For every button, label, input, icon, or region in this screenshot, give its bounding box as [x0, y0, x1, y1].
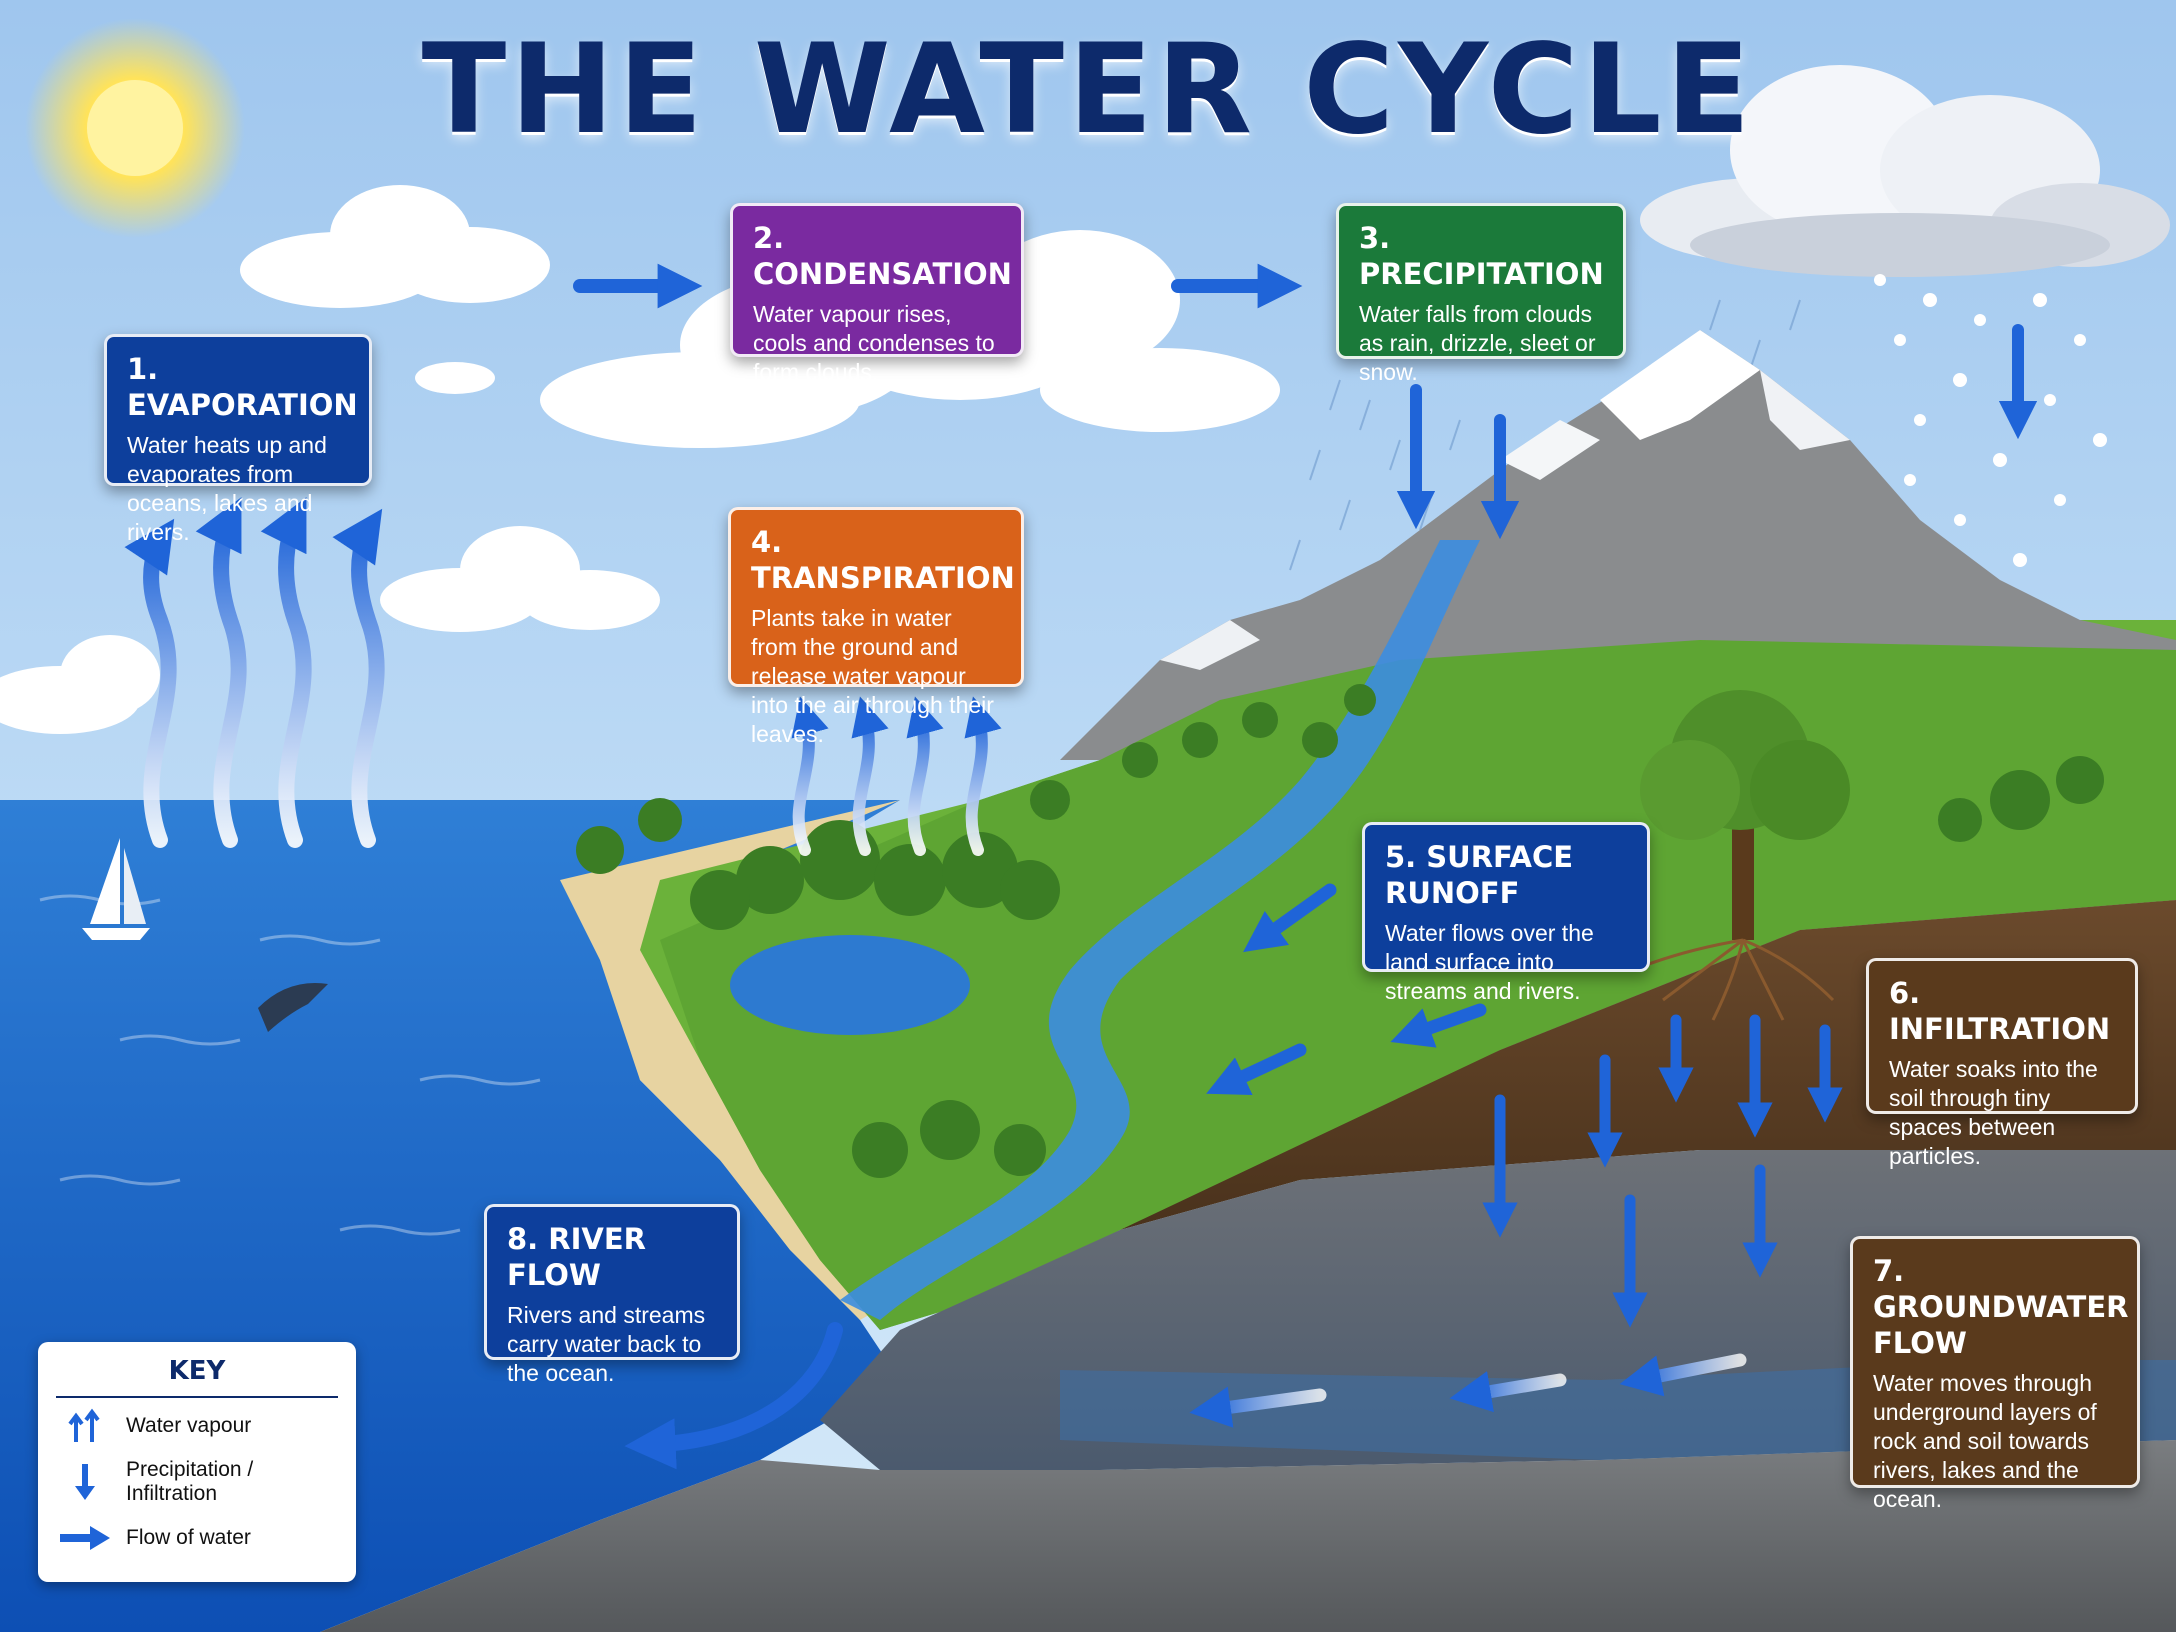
legend-label: Water vapour: [126, 1414, 252, 1437]
surface-runoff-box: 5. SURFACE RUNOFF Water flows over the l…: [1362, 822, 1650, 1004]
legend-item: Precipitation / Infiltration: [56, 1454, 338, 1510]
stage-title: 1. EVAPORATION: [127, 352, 358, 422]
precipitation-arrows: [1396, 324, 2038, 540]
precipitation-box: 3. PRECIPITATION Water falls from clouds…: [1336, 203, 1626, 385]
transpiration-box: 4. TRANSPIRATION Plants take in water fr…: [728, 507, 1024, 747]
rain-cloud-icon: [1640, 65, 2170, 277]
cloud-icon: [380, 526, 660, 632]
cloud-icon: [240, 185, 550, 308]
infiltration-box: 6. INFILTRATION Water soaks into the soi…: [1866, 958, 2138, 1169]
water-vapour-arrows-icon: [68, 1408, 100, 1442]
river: [840, 540, 1480, 1320]
stage-text: Rivers and streams carry water back to t…: [507, 1302, 706, 1386]
stage-text: Water heats up and evaporates from ocean…: [127, 432, 327, 545]
evaporation-box: 1. EVAPORATION Water heats up and evapor…: [104, 334, 372, 545]
cloud-icon: [415, 362, 495, 394]
river-flow-box: 8. RIVER FLOW Rivers and streams carry w…: [484, 1204, 740, 1386]
page-title: THE WATER CYCLE: [421, 18, 1755, 162]
runoff-arrows: [1206, 883, 1487, 1096]
sailboat-icon: [82, 838, 150, 940]
cloud-icon: [0, 635, 160, 734]
river-flow-arrow: [624, 1322, 843, 1470]
infiltration-arrows: [1482, 1014, 1843, 1328]
legend: KEY Water vapour Precipitation / Infiltr…: [38, 1342, 356, 1582]
stage-text: Water moves through underground layers o…: [1873, 1370, 2097, 1512]
bedrock-layer: [320, 1440, 2176, 1632]
stage-title: 7. GROUNDWATER FLOW: [1873, 1254, 2129, 1360]
legend-label: Flow of water: [126, 1526, 251, 1549]
legend-item: Flow of water: [56, 1510, 338, 1566]
dolphin-icon: [258, 983, 328, 1032]
groundwater-flow-arrows: [1189, 1353, 1747, 1428]
stage-text: Water flows over the land surface into s…: [1385, 920, 1594, 1004]
legend-title: KEY: [56, 1356, 338, 1398]
stage-title: 6. INFILTRATION: [1889, 976, 2111, 1046]
stage-text: Water falls from clouds as rain, drizzle…: [1359, 301, 1596, 385]
tree-icon: [1640, 690, 1850, 940]
transpiration-arrows: [791, 696, 1002, 856]
lake: [730, 935, 970, 1035]
groundwater-flow-box: 7. GROUNDWATER FLOW Water moves through …: [1850, 1236, 2140, 1512]
snowflakes: [1874, 274, 2107, 567]
sun-icon: [25, 18, 245, 238]
legend-label: Precipitation / Infiltration: [126, 1458, 254, 1505]
stage-title: 3. PRECIPITATION: [1359, 221, 1604, 291]
down-arrow-icon: [75, 1464, 95, 1500]
stage-title: 4. TRANSPIRATION: [751, 525, 1015, 595]
evaporation-arrows: [124, 497, 385, 848]
right-arrow-icon: [60, 1526, 110, 1550]
condensation-box: 2. CONDENSATION Water vapour rises, cool…: [730, 203, 1024, 385]
tree-roots: [1632, 938, 1835, 1021]
stage-title: 2. CONDENSATION: [753, 221, 1012, 291]
stage-text: Water vapour rises, cools and condenses …: [753, 301, 995, 385]
stage-text: Plants take in water from the ground and…: [751, 605, 994, 747]
trees: [576, 684, 2104, 1178]
waves: [39, 894, 681, 1386]
legend-item: Water vapour: [56, 1398, 338, 1454]
stage-title: 8. RIVER FLOW: [507, 1222, 646, 1292]
stage-text: Water soaks into the soil through tiny s…: [1889, 1056, 2098, 1169]
stage-title: 5. SURFACE RUNOFF: [1385, 840, 1574, 910]
